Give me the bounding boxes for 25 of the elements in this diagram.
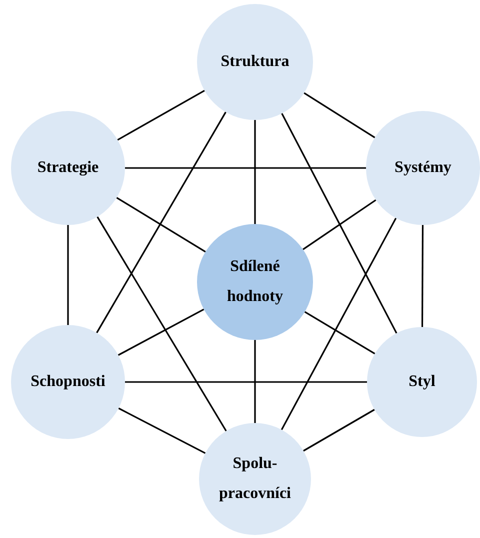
connector-line — [303, 408, 375, 452]
node-label: Struktura — [220, 52, 290, 72]
connector-line — [118, 408, 206, 454]
connector-line — [125, 167, 366, 169]
connector-line — [254, 120, 256, 224]
connector-line — [67, 225, 69, 325]
connector-line — [304, 92, 376, 138]
connector-line — [281, 113, 398, 334]
connector-line — [302, 199, 376, 250]
connector-line — [125, 381, 367, 383]
node-label: Strategie — [37, 158, 99, 178]
node-label: Styl — [408, 372, 436, 392]
connector-line — [96, 112, 226, 334]
node-label: Sdílené hodnoty — [226, 257, 284, 307]
connector-line — [304, 311, 376, 354]
connector-line — [118, 308, 204, 356]
node-label: Spolu- pracovníci — [218, 454, 292, 504]
node-label: Schopnosti — [30, 372, 106, 392]
connector-line — [116, 196, 206, 252]
connector-line — [254, 340, 256, 423]
connector-line — [117, 90, 205, 141]
node-label: Systémy — [394, 158, 452, 178]
connector-line — [96, 216, 227, 432]
connector-line — [421, 225, 424, 327]
connector-line — [280, 218, 397, 430]
